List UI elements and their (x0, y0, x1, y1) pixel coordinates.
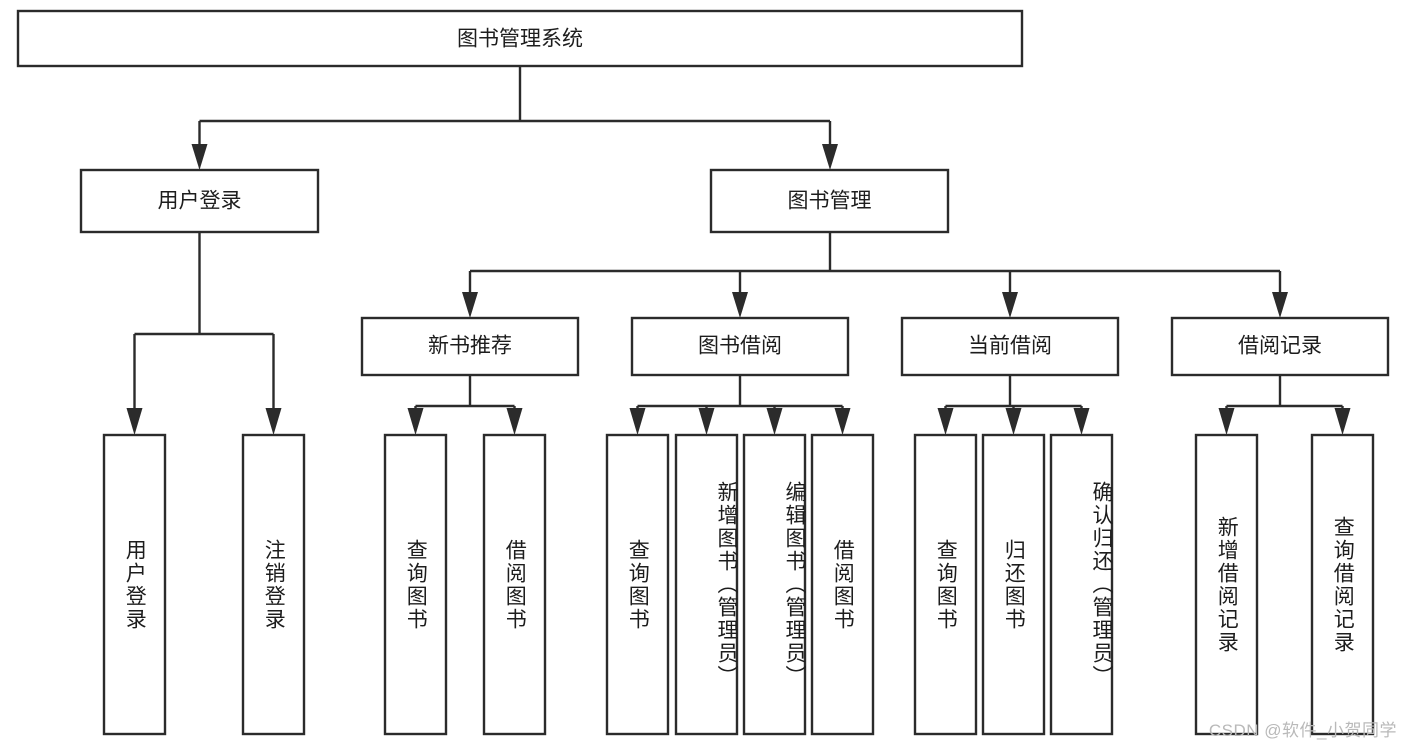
leaf-box-bb-add-book[interactable] (674, 433, 739, 736)
leaf-box-br-query-record[interactable] (1310, 433, 1375, 736)
arrow-head-user-login (191, 144, 208, 170)
connector-group-root (191, 66, 838, 170)
node-new-book-recommend-label: 新书推荐 (428, 335, 512, 358)
node-borrow-record-label: 借阅记录 (1238, 335, 1322, 358)
leaf-box-br-add-record[interactable] (1194, 433, 1259, 736)
arrow-head-bb-borrow-book (834, 408, 851, 435)
node-current-borrow-box[interactable] (900, 316, 1120, 377)
arrow-head-nbr-borrow-book (506, 408, 523, 435)
leaf-box-user-login[interactable] (102, 433, 167, 736)
leaf-label-br-query-record: 查询借阅记录 (1331, 515, 1355, 654)
arrow-head-leaf-logout (265, 408, 282, 435)
leaf-label-nbr-borrow-book: 借阅图书 (503, 538, 527, 631)
node-current-borrow[interactable]: 当前借阅 (900, 316, 1120, 377)
arrow-head-bb-edit-book (766, 408, 783, 435)
leaf-box-cb-query-book[interactable] (913, 433, 978, 736)
node-new-book-recommend-box[interactable] (360, 316, 580, 377)
arrow-head-cb-return-book (1005, 408, 1022, 435)
node-user-login-box[interactable] (79, 168, 320, 234)
leaf-box-nbr-borrow-book[interactable] (482, 433, 547, 736)
leaf-box-bb-borrow-book[interactable] (810, 433, 875, 736)
node-borrow-record-box[interactable] (1170, 316, 1390, 377)
connector-group-current-borrow (937, 375, 1090, 435)
arrow-head-cb-query-book (937, 408, 954, 435)
leaf-box-nbr-query-book[interactable] (383, 433, 448, 736)
leaf-label-bb-borrow-book: 借阅图书 (831, 538, 855, 631)
arrow-head-nbr-query-book (407, 408, 424, 435)
node-root-system-box[interactable] (16, 9, 1024, 68)
leaf-label-cb-confirm-return: 确认归还（管理员） (1090, 481, 1113, 688)
connector-group-user-login (126, 232, 282, 435)
node-new-book-recommend[interactable]: 新书推荐 (360, 316, 580, 377)
leaf-label-logout: 注销登录 (262, 538, 286, 631)
arrow-head-br-query-record (1334, 408, 1351, 435)
connector-group-borrow-record (1218, 375, 1351, 435)
arrow-head-cb-confirm-return (1073, 408, 1090, 435)
node-current-borrow-label: 当前借阅 (968, 335, 1052, 358)
node-book-management[interactable]: 图书管理 (709, 168, 950, 234)
node-book-borrow-box[interactable] (630, 316, 850, 377)
node-root-system-label: 图书管理系统 (457, 28, 583, 51)
connector-group-book-borrow (629, 375, 851, 435)
node-book-management-label: 图书管理 (788, 190, 872, 213)
arrow-head-new-book-rec (462, 292, 478, 318)
node-book-management-box[interactable] (709, 168, 950, 234)
node-book-borrow-label: 图书借阅 (698, 335, 782, 358)
arrow-head-leaf-user-login (126, 408, 143, 435)
leaf-label-user-login: 用户登录 (123, 538, 147, 631)
leaf-label-cb-query-book: 查询图书 (934, 538, 958, 631)
leaf-box-bb-query-book[interactable] (605, 433, 670, 736)
node-user-login[interactable]: 用户登录 (79, 168, 320, 234)
leaf-box-logout[interactable] (241, 433, 306, 736)
connector-group-new-book-rec (407, 375, 523, 435)
connector-group-book-mgmt (462, 232, 1288, 318)
arrow-head-current-borrow (1002, 292, 1018, 318)
arrow-head-borrow-record (1272, 292, 1288, 318)
leaf-label-bb-edit-book: 编辑图书（管理员） (783, 481, 806, 688)
arrow-head-book-borrow (732, 292, 748, 318)
leaf-label-nbr-query-book: 查询图书 (404, 538, 428, 631)
node-borrow-record[interactable]: 借阅记录 (1170, 316, 1390, 377)
leaf-box-group (102, 433, 1375, 736)
arrow-head-bb-query-book (629, 408, 646, 435)
leaf-box-cb-confirm-return[interactable] (1049, 433, 1114, 736)
leaf-box-bb-edit-book[interactable] (742, 433, 807, 736)
node-user-login-label: 用户登录 (158, 190, 242, 213)
leaf-label-bb-add-book: 新增图书（管理员） (715, 481, 738, 688)
leaf-label-bb-query-book: 查询图书 (626, 538, 650, 631)
leaf-label-br-add-record: 新增借阅记录 (1215, 515, 1239, 654)
node-book-borrow[interactable]: 图书借阅 (630, 316, 850, 377)
arrow-head-br-add-record (1218, 408, 1235, 435)
leaf-box-cb-return-book[interactable] (981, 433, 1046, 736)
leaf-label-cb-return-book: 归还图书 (1002, 538, 1026, 631)
arrow-head-book-mgmt (822, 144, 838, 170)
node-root-system[interactable]: 图书管理系统 (16, 9, 1024, 68)
arrow-head-bb-add-book (698, 408, 715, 435)
